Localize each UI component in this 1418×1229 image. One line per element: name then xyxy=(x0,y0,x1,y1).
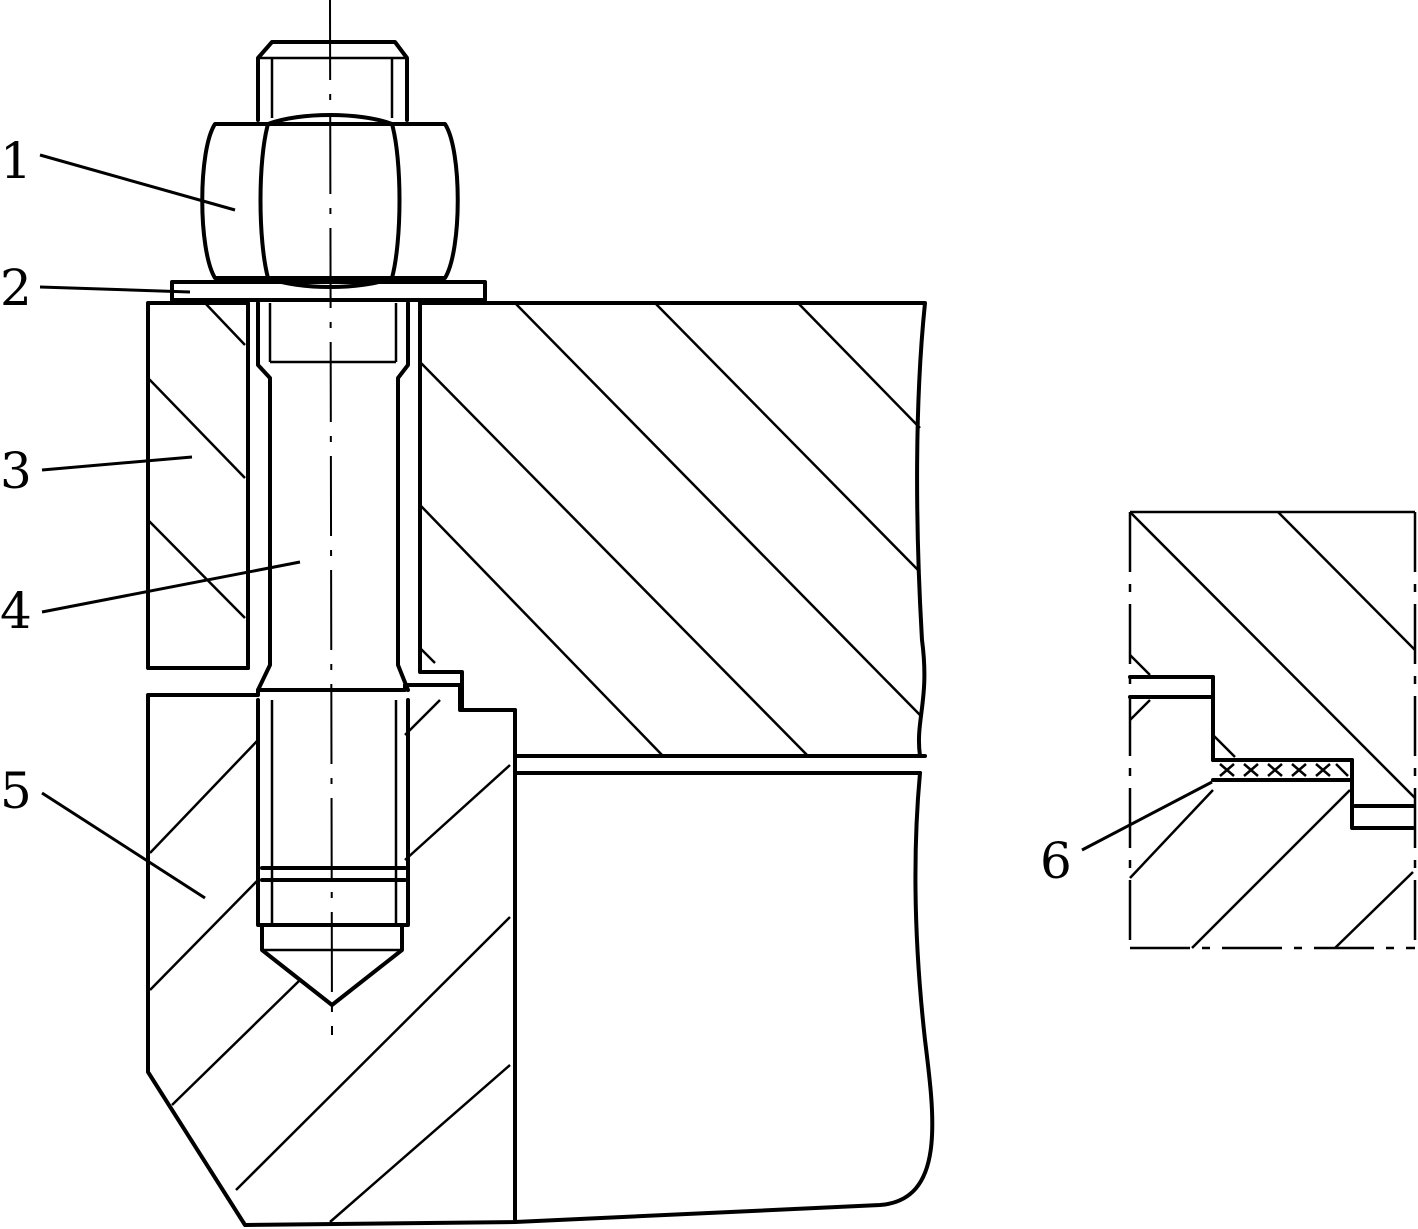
leader-4 xyxy=(41,560,301,614)
lower-body xyxy=(513,771,935,1224)
callout-3: 3 xyxy=(0,442,32,500)
seal-pattern xyxy=(1219,763,1349,777)
callout-1: 1 xyxy=(0,132,32,190)
leader-2 xyxy=(39,285,191,294)
leader-1 xyxy=(39,153,236,212)
washer xyxy=(170,280,487,302)
callout-5: 5 xyxy=(0,762,32,820)
detail-hatch xyxy=(1129,511,1416,949)
part-3-plate xyxy=(146,301,250,670)
center-line xyxy=(329,0,333,1036)
nut xyxy=(200,113,460,289)
detail-view xyxy=(1128,510,1417,950)
upper-block xyxy=(418,301,927,758)
stud-bolt xyxy=(246,301,422,1007)
bolt-top-stub xyxy=(256,40,409,122)
callout-2: 2 xyxy=(0,259,32,317)
upper-block-hatch xyxy=(419,302,921,757)
callout-6: 6 xyxy=(1040,832,1072,890)
leader-3 xyxy=(41,455,193,472)
leader-5 xyxy=(41,791,206,900)
leader-6 xyxy=(1081,780,1213,852)
callout-4: 4 xyxy=(0,582,32,640)
part-5-hatch xyxy=(149,699,511,1223)
